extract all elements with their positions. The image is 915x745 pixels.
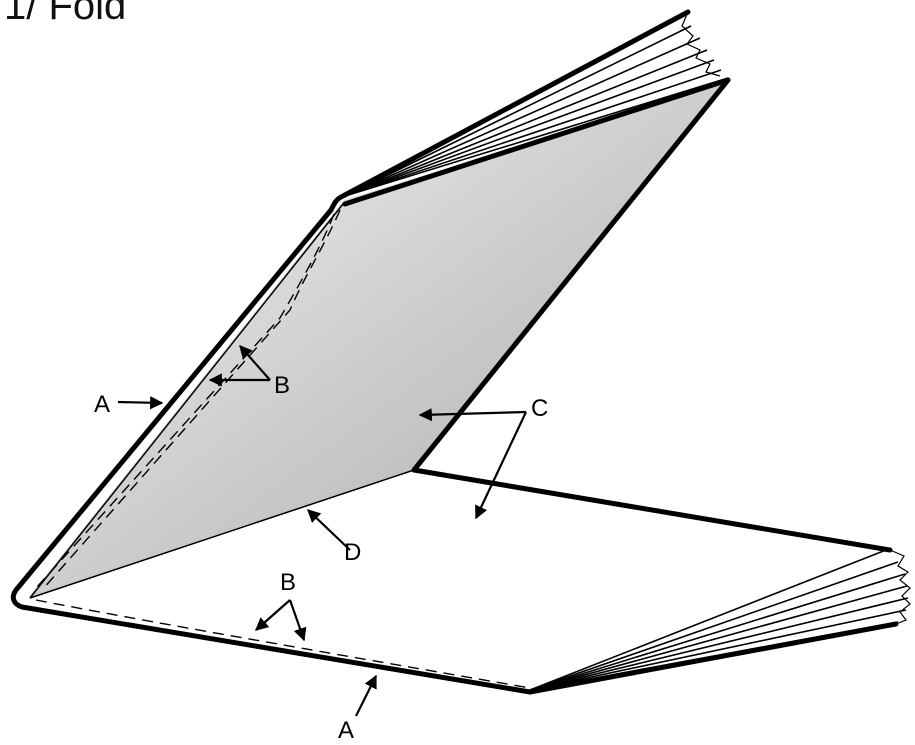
diagram-title: 1/ Fold [4,0,127,28]
lower-page-fan [529,549,911,691]
label-a-bottom: A [338,717,354,740]
label-b-upper: B [274,372,290,399]
stitch-lines [35,209,531,689]
upper-page-fan [344,11,729,197]
inner-edges [29,203,415,599]
label-d: D [344,539,361,566]
inner-cover-shaded [28,84,722,598]
label-a-left: A [94,391,110,418]
callout-arrows [117,345,527,717]
label-b-lower: B [280,569,296,596]
label-c: C [531,395,548,422]
